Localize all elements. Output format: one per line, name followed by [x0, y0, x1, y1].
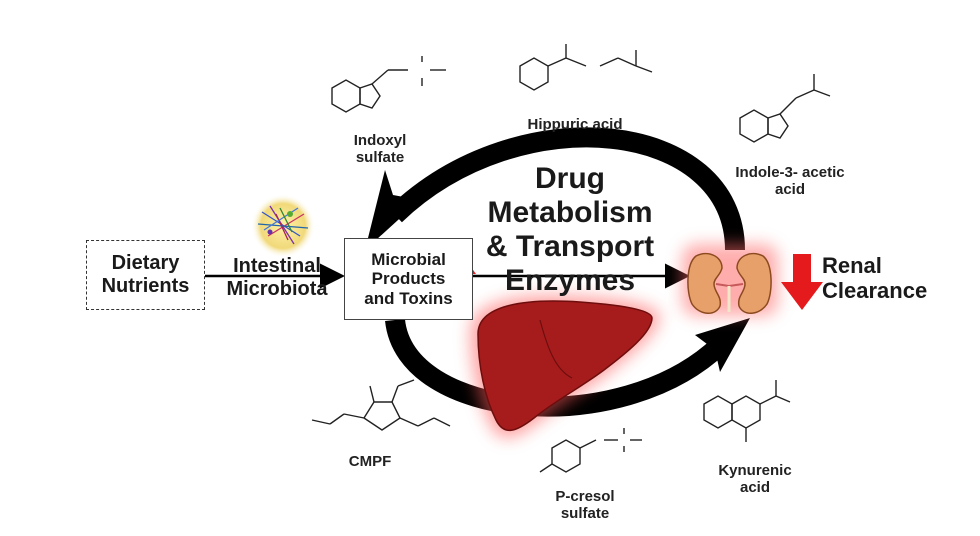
hippuric-acid-label: Hippuric acid [527, 116, 623, 133]
top-cycle-arrow [365, 127, 745, 251]
products-line-1: Microbial [371, 249, 446, 269]
kynurenic-line-2: acid [739, 479, 770, 497]
microbiota-icon [251, 194, 315, 258]
indole-acetic-acid-structure [739, 74, 831, 143]
kynurenic-acid-label: Kynurenic acid [700, 462, 810, 497]
intestinal-microbiota-label: Intestinal Microbiota [212, 255, 342, 301]
center-line-2: Metabolism [487, 196, 653, 229]
indole-line-2: acid [774, 181, 805, 199]
indole-acetic-acid-label: Indole-3- acetic acid [720, 164, 860, 199]
products-line-2: Products [371, 269, 446, 289]
microbiota-line: Microbiota [226, 278, 328, 300]
down-arrow-icon [781, 254, 823, 310]
indoxyl-line-2: sulfate [355, 149, 405, 167]
indoxyl-line-1: Indoxyl [353, 132, 407, 149]
kynurenic-acid-structure [703, 380, 791, 442]
renal-line: Renal [822, 253, 882, 278]
kidney-icon [682, 244, 778, 316]
dietary-nutrients-box: Dietary Nutrients [86, 240, 205, 310]
pcresol-line-1: P-cresol [555, 488, 615, 505]
p-cresol-sulfate-label: P-cresol sulfate [530, 488, 640, 523]
kynurenic-line-1: Kynurenic [718, 462, 792, 479]
products-line-3: and Toxins [364, 288, 453, 308]
hippuric-acid-structure [519, 44, 653, 91]
pcresol-line-2: sulfate [560, 505, 610, 523]
drug-metabolism-title: Drug Metabolism & Transport Enzymes [470, 162, 670, 298]
cmpf-structure [311, 379, 451, 431]
indole-line-1: Indole-3- acetic [735, 164, 845, 181]
indoxyl-sulfate-label: Indoxyl sulfate [330, 132, 430, 167]
center-line-3: & Transport [485, 230, 655, 263]
center-line-4: Enzymes [504, 264, 636, 297]
center-line-1: Drug [535, 162, 605, 195]
dietary-label: Dietary [111, 252, 180, 274]
clearance-line: Clearance [822, 278, 928, 304]
microbial-products-box: Microbial Products and Toxins [344, 238, 473, 320]
cmpf-label: CMPF [348, 453, 392, 470]
nutrients-label: Nutrients [101, 275, 190, 297]
p-cresol-sulfate-structure [539, 428, 642, 473]
renal-clearance-label: Renal Clearance [822, 253, 952, 304]
liver-icon [470, 295, 660, 439]
intestinal-line: Intestinal [233, 255, 321, 277]
indoxyl-sulfate-structure [331, 56, 446, 113]
